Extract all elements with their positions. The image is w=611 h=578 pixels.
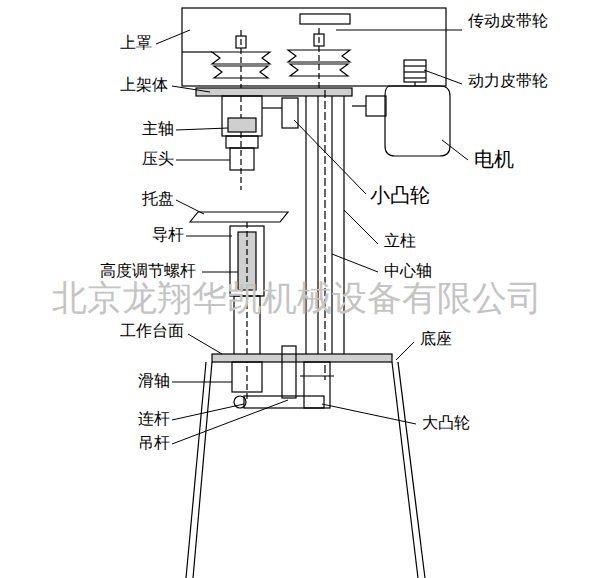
column	[306, 90, 344, 380]
part-label: 底座	[418, 330, 454, 348]
part-label: 小凸轮	[368, 184, 432, 207]
upper-cover	[182, 8, 446, 86]
part-label: 动力皮带轮	[466, 72, 550, 90]
press-head	[230, 148, 254, 170]
part-label: 大凸轮	[420, 414, 472, 432]
tray	[190, 212, 288, 222]
spindle-pulley	[212, 30, 270, 90]
hanger	[282, 346, 296, 398]
small-cam	[282, 98, 298, 128]
part-label: 滑轴	[136, 372, 172, 390]
part-label: 高度调节螺杆	[98, 262, 198, 280]
part-label: 传动皮带轮	[466, 12, 550, 30]
part-label: 工作台面	[118, 322, 186, 340]
part-label: 主轴	[140, 120, 176, 138]
part-label: 托盘	[140, 190, 176, 208]
work-surface	[212, 354, 392, 362]
part-label: 电机	[472, 148, 516, 171]
motor-pulley	[404, 60, 426, 82]
upper-frame	[196, 88, 352, 96]
part-label: 中心轴	[382, 262, 434, 280]
part-label: 压头	[140, 150, 176, 168]
part-label: 上架体	[118, 76, 170, 94]
spindle-housing	[222, 96, 262, 136]
base	[186, 362, 425, 578]
part-label: 立柱	[382, 232, 418, 250]
part-label: 吊杆	[136, 434, 172, 452]
big-cam	[304, 362, 330, 408]
drive-pulley	[288, 28, 350, 90]
part-label: 导杆	[150, 226, 186, 244]
slide-shaft	[232, 362, 262, 392]
motor	[352, 82, 450, 156]
part-label: 连杆	[136, 410, 172, 428]
leader-lines	[156, 30, 468, 444]
watermark: 北京龙翔华凯机械设备有限公司	[50, 278, 544, 318]
part-label: 上罩	[118, 34, 154, 52]
